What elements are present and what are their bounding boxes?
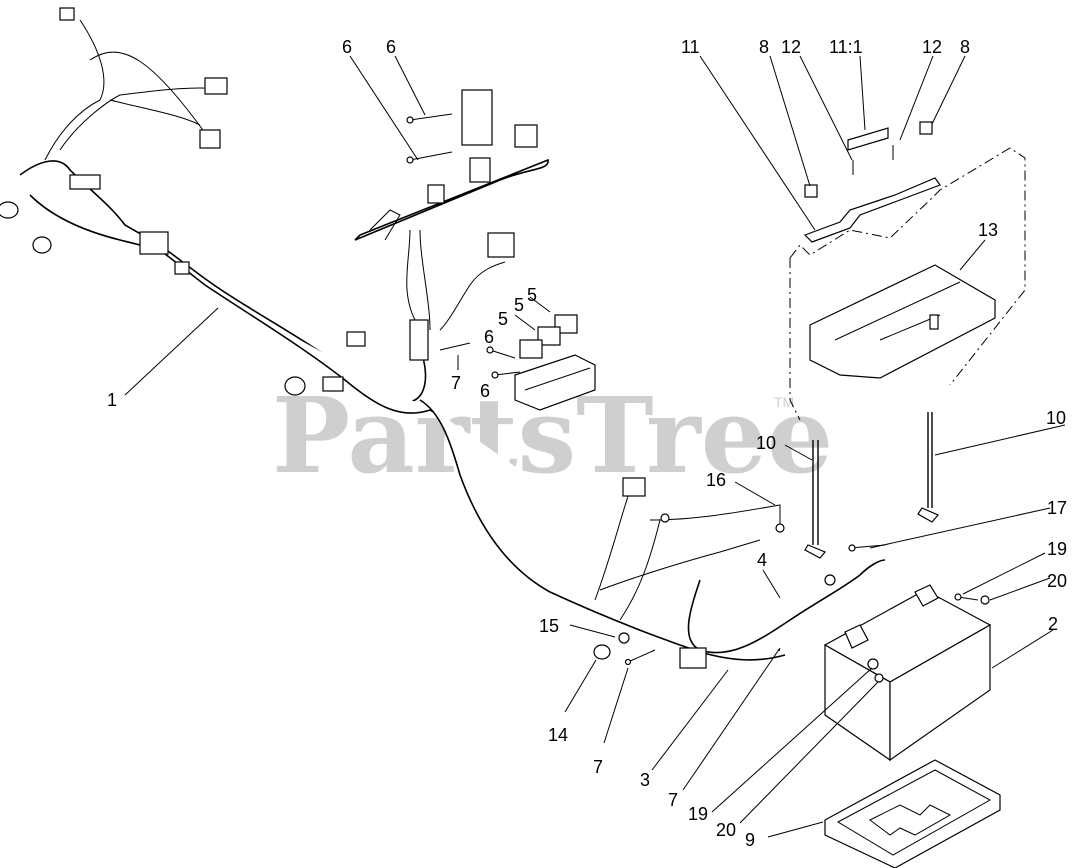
callout-12-left[interactable]: 12 xyxy=(781,37,801,57)
callout-11[interactable]: 11 xyxy=(681,37,700,57)
callout-15[interactable]: 15 xyxy=(539,616,559,636)
upper-harness-assembly[interactable] xyxy=(354,89,549,361)
callout-5-bottom[interactable]: 5 xyxy=(498,309,508,329)
battery-cables[interactable] xyxy=(594,477,886,669)
callout-20-bottom[interactable]: 20 xyxy=(716,820,736,840)
callout-2[interactable]: 2 xyxy=(1048,614,1058,634)
callout-5-middle[interactable]: 5 xyxy=(514,295,524,315)
callout-10-right[interactable]: 10 xyxy=(1046,408,1066,428)
callout-7-top[interactable]: 7 xyxy=(451,373,461,393)
callout-5-top[interactable]: 5 xyxy=(527,285,537,305)
callout-6-fuse[interactable]: 6 xyxy=(480,381,490,401)
callout-11-1[interactable]: 11:1 xyxy=(829,37,863,57)
leader-lines xyxy=(124,55,1066,838)
battery[interactable] xyxy=(823,584,992,762)
callout-4[interactable]: 4 xyxy=(757,550,767,570)
callout-3[interactable]: 3 xyxy=(640,770,650,790)
callout-19-bottom[interactable]: 19 xyxy=(688,804,708,824)
battery-cover[interactable] xyxy=(809,264,996,379)
callout-8-left[interactable]: 8 xyxy=(759,37,769,57)
battery-hold-down-bracket[interactable] xyxy=(789,121,1026,421)
callout-17[interactable]: 17 xyxy=(1047,498,1067,518)
watermark-trademark: TM xyxy=(774,394,794,410)
battery-rods[interactable] xyxy=(804,412,939,559)
main-wire-harness[interactable] xyxy=(0,7,786,661)
battery-tray[interactable] xyxy=(824,759,1001,868)
relays-and-fuse-block[interactable] xyxy=(439,314,596,411)
callout-13[interactable]: 13 xyxy=(978,220,998,240)
callout-6-right[interactable]: 6 xyxy=(386,37,396,57)
callout-19-right[interactable]: 19 xyxy=(1047,539,1067,559)
callout-7-bottom[interactable]: 7 xyxy=(668,790,678,810)
callout-1[interactable]: 1 xyxy=(107,390,117,410)
callout-10-left[interactable]: 10 xyxy=(756,433,776,453)
callout-8-right[interactable]: 8 xyxy=(960,37,970,57)
callout-14[interactable]: 14 xyxy=(548,725,568,745)
callout-9[interactable]: 9 xyxy=(745,830,755,850)
callout-16[interactable]: 16 xyxy=(706,470,726,490)
callout-labels: 1 6 6 11 8 12 11:1 12 8 13 5 5 5 6 6 7 1… xyxy=(107,37,1067,850)
small-hardware[interactable] xyxy=(593,632,656,666)
callout-12-right[interactable]: 12 xyxy=(922,37,942,57)
callout-7-bottom-left[interactable]: 7 xyxy=(593,757,603,777)
callout-6-relay[interactable]: 6 xyxy=(484,327,494,347)
callout-20-right[interactable]: 20 xyxy=(1047,571,1067,591)
callout-6-left[interactable]: 6 xyxy=(342,37,352,57)
